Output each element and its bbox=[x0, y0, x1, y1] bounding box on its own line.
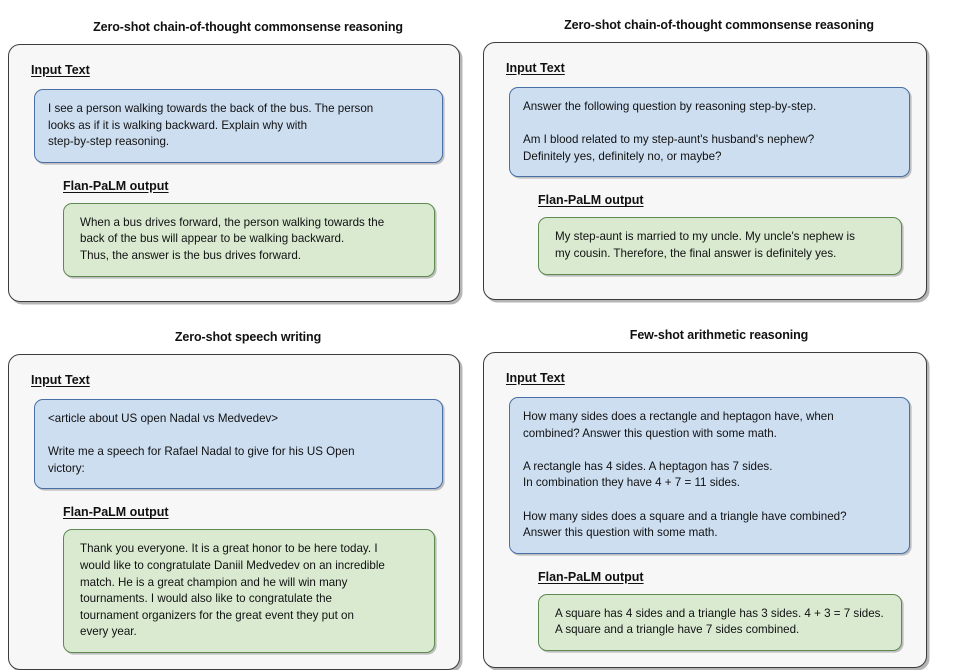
panel-card: Input Text How many sides does a rectang… bbox=[483, 352, 927, 668]
flan-palm-output-bubble: A square has 4 sides and a triangle has … bbox=[538, 593, 902, 651]
panel-title: Zero-shot chain-of-thought commonsense r… bbox=[93, 20, 403, 34]
panel-card: Input Text I see a person walking toward… bbox=[8, 44, 460, 302]
input-text-label: Input Text bbox=[506, 61, 565, 75]
input-text-bubble: How many sides does a rectangle and hept… bbox=[509, 397, 910, 554]
panel-title: Zero-shot chain-of-thought commonsense r… bbox=[564, 18, 874, 32]
panel-title: Zero-shot speech writing bbox=[174, 330, 322, 344]
panel-zero-shot-cot-commonsense-stepaunt: Zero-shot chain-of-thought commonsense r… bbox=[483, 18, 955, 300]
panel-title: Few-shot arithmetic reasoning bbox=[629, 328, 809, 342]
panel-zero-shot-speech-writing: Zero-shot speech writing Input Text <art… bbox=[8, 330, 488, 670]
panel-card: Input Text Answer the following question… bbox=[483, 42, 927, 300]
flan-palm-output-bubble: My step-aunt is married to my uncle. My … bbox=[538, 217, 902, 275]
flan-palm-output-label: Flan-PaLM output bbox=[538, 569, 644, 584]
input-text-bubble: I see a person walking towards the back … bbox=[34, 89, 443, 163]
flan-palm-output-bubble: Thank you everyone. It is a great honor … bbox=[63, 529, 435, 653]
input-text-bubble: Answer the following question by reasoni… bbox=[509, 87, 910, 178]
input-text-label: Input Text bbox=[31, 63, 90, 77]
panel-few-shot-arithmetic-reasoning: Few-shot arithmetic reasoning Input Text… bbox=[483, 328, 955, 668]
input-text-bubble: <article about US open Nadal vs Medvedev… bbox=[34, 399, 443, 490]
flan-palm-output-label: Flan-PaLM output bbox=[538, 193, 644, 208]
panel-zero-shot-cot-commonsense-bus: Zero-shot chain-of-thought commonsense r… bbox=[8, 20, 488, 302]
input-text-label: Input Text bbox=[506, 371, 565, 385]
flan-palm-output-bubble: When a bus drives forward, the person wa… bbox=[63, 202, 435, 277]
flan-palm-output-label: Flan-PaLM output bbox=[63, 178, 169, 193]
flan-palm-output-label: Flan-PaLM output bbox=[63, 505, 169, 520]
panel-card: Input Text <article about US open Nadal … bbox=[8, 354, 460, 670]
input-text-label: Input Text bbox=[31, 373, 90, 387]
